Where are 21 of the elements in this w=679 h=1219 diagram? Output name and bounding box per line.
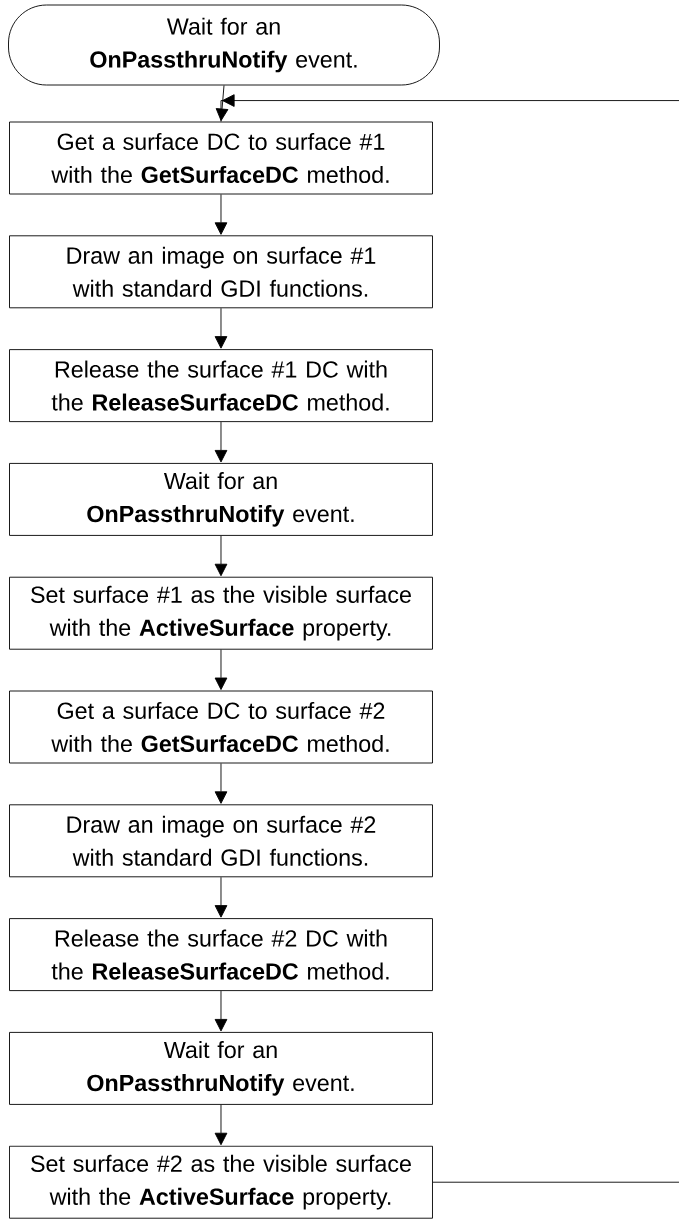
loop-arrow — [220, 94, 679, 1183]
arrow — [214, 194, 228, 235]
arrow — [214, 990, 228, 1032]
arrow — [214, 1104, 228, 1146]
start-terminal: Wait for an OnPassthruNotify event. — [8, 4, 440, 86]
process-box: Set surface #2 as the visible surface with the ActiveSurface property. — [9, 1145, 433, 1219]
process-box: Release the surface #2 DC with the ReleaseSurfaceDC method. — [9, 918, 433, 992]
process-box: Get a surface DC to surface #2 with the GetSurfaceDC method. — [9, 690, 433, 764]
arrow — [214, 649, 228, 690]
process-box: Wait for an OnPassthruNotify event. — [9, 462, 433, 536]
process-box: Set surface #1 as the visible surface with the ActiveSurface property. — [9, 576, 433, 650]
process-box: Draw an image on surface #2 with standard GDI functions. — [9, 804, 433, 878]
process-box: Draw an image on surface #1 with standard GDI functions. — [9, 235, 433, 309]
process-box: Wait for an OnPassthruNotify event. — [9, 1031, 433, 1105]
arrow — [214, 763, 228, 804]
arrow — [214, 535, 228, 577]
process-box: Get a surface DC to surface #1 with the GetSurfaceDC method. — [9, 121, 433, 195]
arrow — [214, 307, 228, 349]
process-box: Release the surface #1 DC with the ReleaseSurfaceDC method. — [9, 349, 433, 423]
arrow — [214, 421, 228, 463]
arrow — [214, 876, 228, 918]
